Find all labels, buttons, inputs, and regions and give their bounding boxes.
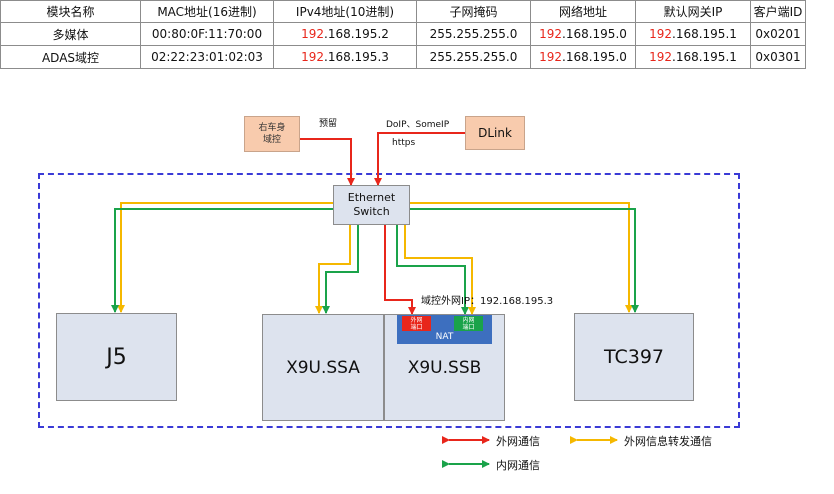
reserved-label: 预留: [319, 119, 338, 129]
internal-port: 内网 端口: [454, 316, 483, 331]
wire-tc397-green: [403, 205, 639, 313]
net-highlight: 192: [539, 50, 562, 64]
cell-gateway: 192.168.195.1: [635, 22, 751, 46]
wire-j5-yellow: [117, 199, 340, 313]
wire-ssb-yellow: [401, 218, 476, 315]
col-network-address: 网络地址: [530, 0, 636, 23]
wire-ssb-external: [381, 218, 416, 315]
net-rest: .168.195.0: [562, 27, 627, 41]
tc397-module: TC397: [574, 313, 694, 401]
net-highlight: 192: [539, 27, 562, 41]
switch-line1: Ethernet: [347, 191, 396, 204]
legend-forward-label: 外网信息转发通信: [624, 435, 712, 448]
wire-ssa-green: [322, 218, 362, 314]
cell-network-address: 192.168.195.0: [530, 45, 636, 69]
table-row: ADAS域控 02:22:23:01:02:03 192.168.195.3 2…: [0, 45, 806, 69]
switch-line2: Switch: [353, 205, 390, 218]
cell-module-name: ADAS域控: [0, 45, 141, 69]
ip-rest: .168.195.3: [324, 50, 389, 64]
cell-network-address: 192.168.195.0: [530, 22, 636, 46]
gw-highlight: 192: [649, 27, 672, 41]
wire-body-domain: [293, 135, 355, 186]
table-header-row: 模块名称 MAC地址(16进制) IPv4地址(10进制) 子网掩码 网络地址 …: [0, 0, 806, 23]
ip-highlight: 192: [301, 50, 324, 64]
legend-internal-label: 内网通信: [496, 459, 540, 472]
cell-subnet-mask: 255.255.255.0: [416, 22, 531, 46]
doip-label: DoIP、SomeIP: [386, 120, 450, 130]
cell-ipv4: 192.168.195.3: [273, 45, 417, 69]
right-body-domain-box: 右车身 域控: [244, 116, 300, 152]
cell-ipv4: 192.168.195.2: [273, 22, 417, 46]
cell-gateway: 192.168.195.1: [635, 45, 751, 69]
dlink-box: DLink: [465, 116, 525, 150]
cell-client-id: 0x0301: [750, 45, 806, 69]
https-label: https: [392, 138, 416, 148]
cell-mac: 02:22:23:01:02:03: [140, 45, 274, 69]
x9u-ssa-module: X9U.SSA: [262, 314, 384, 421]
domain-external-ip-label: 域控外网IP：192.168.195.3: [421, 296, 554, 307]
cell-subnet-mask: 255.255.255.0: [416, 45, 531, 69]
external-port: 外网 端口: [402, 316, 431, 331]
nat-label: NAT: [435, 332, 454, 342]
wire-ssa-yellow: [315, 218, 354, 314]
ip-rest: .168.195.2: [324, 27, 389, 41]
gw-highlight: 192: [649, 50, 672, 64]
legend-external-label: 外网通信: [496, 435, 540, 448]
ethernet-switch-box: Ethernet Switch: [333, 185, 410, 225]
wire-j5-green: [111, 205, 340, 313]
ip-highlight: 192: [301, 27, 324, 41]
gw-rest: .168.195.1: [672, 50, 737, 64]
gw-rest: .168.195.1: [672, 27, 737, 41]
network-info-table: 模块名称 MAC地址(16进制) IPv4地址(10进制) 子网掩码 网络地址 …: [0, 0, 806, 69]
j5-module: J5: [56, 313, 177, 401]
wire-dlink: [374, 129, 472, 186]
net-rest: .168.195.0: [562, 50, 627, 64]
cell-mac: 00:80:0F:11:70:00: [140, 22, 274, 46]
